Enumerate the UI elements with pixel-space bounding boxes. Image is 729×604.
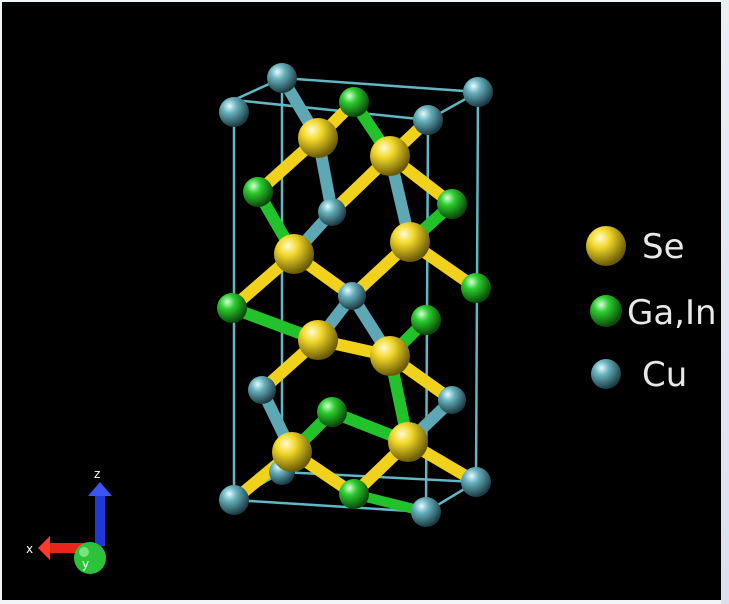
cu-swatch-icon [591,359,621,389]
y-axis-marker-icon [74,542,106,574]
legend-label-cu: Cu [642,355,687,395]
ga-in-swatch-icon [590,295,622,327]
molecule-viewer-canvas[interactable]: Se Ga,In Cu z x y [2,2,721,600]
x-axis-arrow [50,543,96,553]
legend-label-se: Se [642,227,685,267]
atoms [217,63,493,527]
crystal-structure-render: Se Ga,In Cu z x y [26,63,717,574]
legend-label-ga-in: Ga,In [627,293,717,333]
z-axis-arrow [95,496,105,546]
se-swatch-icon [586,226,626,266]
legend-item-cu: Cu [591,355,687,395]
legend-item-ga-in: Ga,In [590,293,717,333]
x-axis-label: x [26,542,33,556]
legend: Se Ga,In Cu [586,226,717,395]
window-edge [721,0,729,604]
axis-triad: z x y [26,467,112,574]
legend-item-se: Se [586,226,685,267]
y-axis-label: y [82,557,89,571]
z-axis-label: z [94,467,100,481]
